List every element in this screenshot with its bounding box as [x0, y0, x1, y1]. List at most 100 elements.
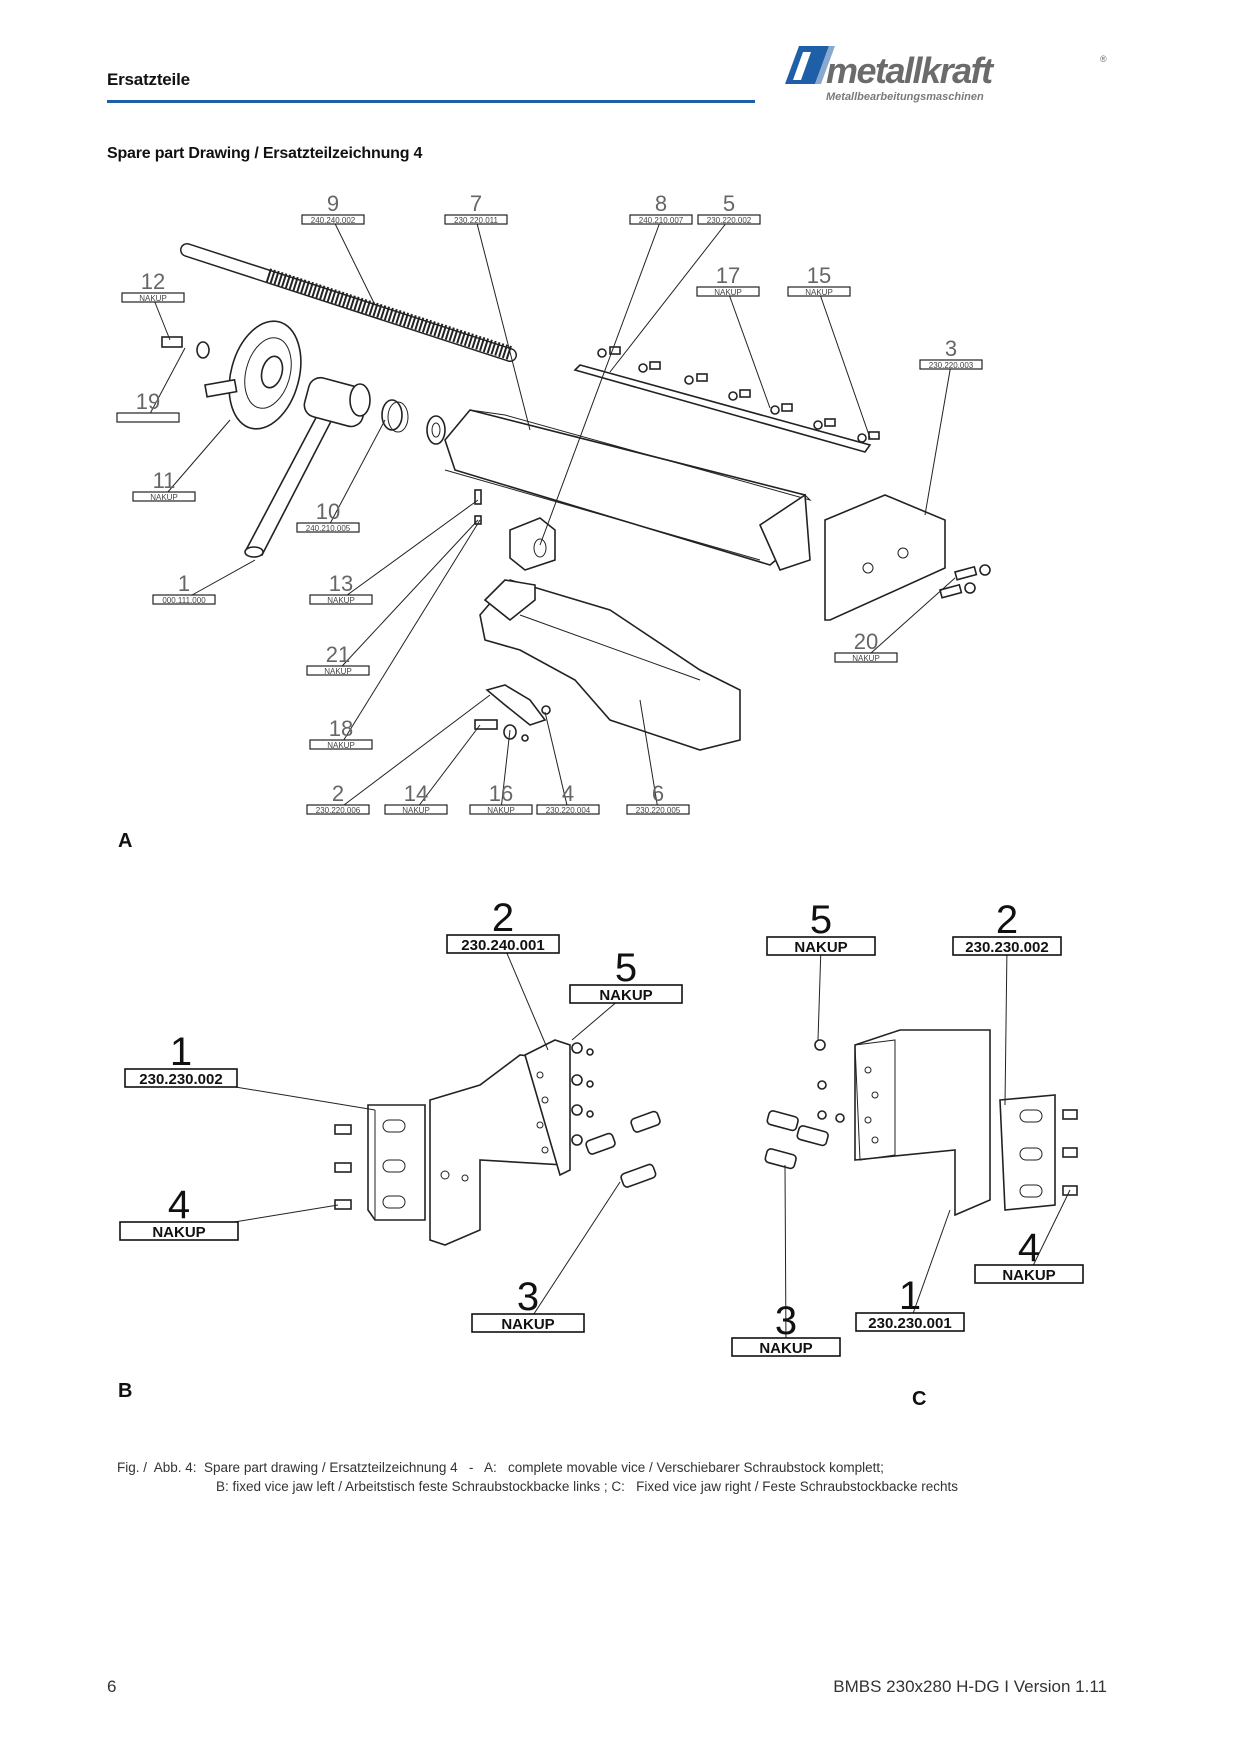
- callout-number: 4: [1018, 1226, 1040, 1270]
- callout-code: 230.220.005: [636, 806, 681, 815]
- callout-code: NAKUP: [324, 667, 352, 676]
- callout-code: 240.210.005: [306, 524, 351, 533]
- callout-number: 2: [996, 898, 1018, 942]
- callout-number: 3: [945, 336, 957, 361]
- callout-number: 10: [316, 499, 340, 524]
- callout-number: 17: [716, 263, 740, 288]
- callout-code: 230.220.003: [929, 361, 974, 370]
- callout-number: 11: [153, 468, 176, 493]
- callout-code: NAKUP: [139, 294, 167, 303]
- figure-caption-line-2: B: fixed vice jaw left / Arbeitstisch fe…: [216, 1479, 959, 1494]
- callout-code: 230.230.001: [868, 1315, 951, 1332]
- handwheel: [204, 320, 302, 430]
- callout-code: 230.230.002: [965, 939, 1048, 956]
- logo-subtitle: Metallbearbeitungsmaschinen: [826, 91, 984, 103]
- figure-letter-b: B: [118, 1380, 133, 1402]
- jaw-plate: [824, 494, 946, 621]
- callout-code: 230.220.011: [454, 216, 498, 225]
- callout-number: 7: [470, 191, 482, 216]
- logo-registered-mark: ®: [1100, 54, 1107, 64]
- bracket-c: [854, 1029, 991, 1217]
- screws-20: [939, 564, 991, 599]
- callout-number: 21: [326, 642, 350, 667]
- jaw-plate-c: [999, 1094, 1056, 1211]
- callout-number: 18: [329, 716, 353, 741]
- screws-b: [334, 1042, 661, 1210]
- callout-number: 4: [562, 781, 574, 806]
- page-number: 6: [107, 1677, 117, 1696]
- callout-code: NAKUP: [759, 1340, 812, 1357]
- bracket-b: [429, 1039, 571, 1246]
- crank-handle: [244, 376, 371, 558]
- callout-number: 2: [332, 781, 344, 806]
- callout-code: 230.220.006: [316, 806, 361, 815]
- jaw-plate-b: [367, 1104, 426, 1221]
- vice-base: [479, 579, 741, 751]
- callout-code: 000.111.000: [162, 596, 206, 605]
- callout-code: NAKUP: [327, 741, 355, 750]
- callout-code: 230.220.002: [707, 216, 752, 225]
- callout-number: 6: [652, 781, 664, 806]
- callout-number: 20: [854, 629, 878, 654]
- callout-number: 14: [404, 781, 428, 806]
- guide-bar: [573, 346, 880, 453]
- callout-code: NAKUP: [794, 939, 847, 956]
- callout-number: 5: [810, 898, 832, 942]
- callout-number: 3: [775, 1299, 797, 1343]
- header-rule: [107, 100, 755, 103]
- labels-figure-b: 2230.240.0015NAKUP1230.230.0024NAKUP3NAK…: [119, 896, 683, 1333]
- header-title: Ersatzteile: [107, 70, 190, 89]
- callout-code: NAKUP: [152, 1224, 205, 1241]
- callout-number: 2: [492, 896, 514, 940]
- callout-number: 16: [489, 781, 513, 806]
- spring-and-washer: [381, 399, 446, 445]
- nut-block: [509, 517, 556, 571]
- callout-code: NAKUP: [1002, 1267, 1055, 1284]
- callout-code: NAKUP: [852, 654, 880, 663]
- callout-number: 1: [170, 1030, 192, 1074]
- labels-figure-c: 5NAKUP2230.230.0024NAKUP1230.230.0013NAK…: [731, 898, 1084, 1357]
- callout-number: 13: [329, 571, 353, 596]
- callout-label: 19: [116, 347, 186, 423]
- callout-code: NAKUP: [599, 987, 652, 1004]
- labels-figure-a: 9240.240.0027230.220.0118240.210.0075230…: [116, 191, 983, 815]
- callout-number: 12: [141, 269, 165, 294]
- callout-code: 240.210.007: [639, 216, 684, 225]
- logo-wordmark: metallkraft: [826, 50, 993, 91]
- lead-screw: [180, 243, 517, 362]
- figure-letter-a: A: [118, 830, 133, 852]
- callout-code: NAKUP: [402, 806, 430, 815]
- metallkraft-logo: [785, 46, 835, 84]
- document-reference: BMBS 230x280 H-DG I Version 1.11: [833, 1677, 1107, 1696]
- callout-number: 15: [807, 263, 831, 288]
- callout-number: 3: [517, 1275, 539, 1319]
- callout-number: 5: [723, 191, 735, 216]
- callout-code: 230.230.002: [139, 1071, 222, 1088]
- callout-code: NAKUP: [714, 288, 742, 297]
